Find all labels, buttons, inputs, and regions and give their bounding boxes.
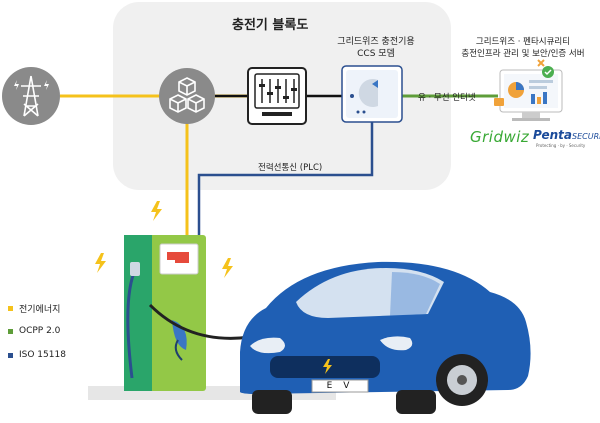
ccs-modem-label-line1: 그리드위즈 충전기용 xyxy=(337,37,415,47)
legend-swatch xyxy=(8,328,13,334)
penta-logo-subtitle: Protecting · by · Security xyxy=(536,143,586,148)
server-label-line1: 그리드위즈 · 펜타시큐리티 xyxy=(475,37,571,47)
legend-item-ocpp: OCPP 2.0 xyxy=(8,326,60,336)
legend-swatch xyxy=(8,352,13,358)
server-label: 그리드위즈 · 펜타시큐리티 충전인프라 관리 및 보안/인증 서버 xyxy=(458,36,588,60)
diagram-title: 충전기 블록도 xyxy=(232,18,309,33)
legend-item-energy: 전기에너지 xyxy=(8,302,60,315)
charging-station xyxy=(124,235,251,391)
ccs-modem-label: 그리드위즈 충전기용 CCS 모뎀 xyxy=(330,36,422,60)
legend-label: OCPP 2.0 xyxy=(19,326,61,336)
lightning-icon xyxy=(95,201,233,278)
power-tower-icon xyxy=(2,67,60,125)
legend-label: 전기에너지 xyxy=(19,305,61,315)
server-label-line2: 충전인프라 관리 및 보안/인증 서버 xyxy=(461,49,585,59)
plc-line xyxy=(197,122,374,243)
meter-icon xyxy=(247,67,307,125)
ccs-modem-label-line2: CCS 모뎀 xyxy=(357,49,395,59)
gridwiz-logo: Gridwiz xyxy=(470,128,530,146)
internet-label: 유 · 무선 인터넷 xyxy=(418,93,476,103)
security-logo-text: SECURITY xyxy=(572,132,600,141)
plc-label: 전력선통신 (PLC) xyxy=(258,163,323,173)
legend-label: ISO 15118 xyxy=(19,350,66,360)
electric-car xyxy=(240,261,531,414)
penta-logo-text: Penta xyxy=(533,128,572,142)
modem-icon xyxy=(341,65,403,123)
legend-item-iso: ISO 15118 xyxy=(8,350,66,360)
legend-swatch xyxy=(8,306,13,311)
cubes-icon xyxy=(159,68,215,124)
dashboard-monitor-icon xyxy=(494,59,563,121)
penta-security-logo: PentaSECURITY xyxy=(533,128,600,142)
car-plate: E V xyxy=(326,381,354,391)
